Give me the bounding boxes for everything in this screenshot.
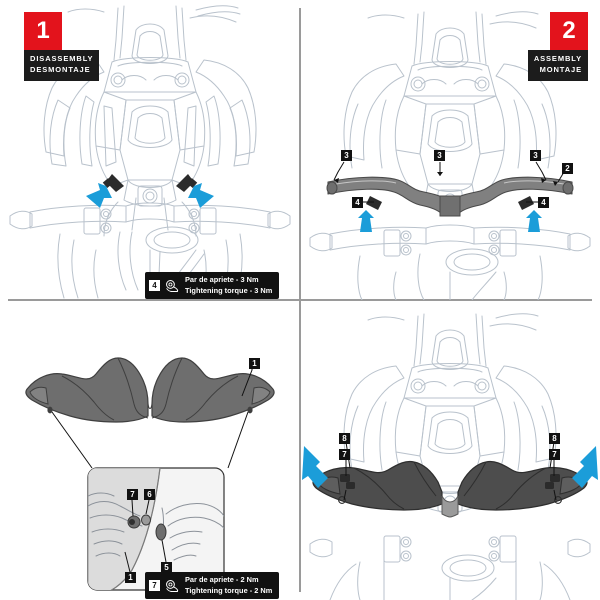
divider-horizontal (8, 299, 592, 301)
panel-1-caption: DISASSEMBLY DESMONTAJE (24, 50, 100, 81)
torque-en-2: Tightening torque - 3 Nm (185, 285, 273, 295)
panel-1-number: 1 (24, 12, 62, 50)
panel-1-title-es: DESMONTAJE (30, 64, 91, 74)
arrow-right (188, 183, 214, 208)
torque-es-2: Par de apriete - 3 Nm (185, 275, 259, 284)
panel-4-artwork (302, 313, 598, 600)
panel-2: 3 3 3 2 4 4 2 ASSEMBLY MONTAJE (300, 0, 600, 300)
torque-wrench-icon (166, 279, 179, 292)
handguard-installed (312, 460, 588, 518)
callout-7-right: 7 (549, 449, 560, 460)
callout-1-top: 1 (249, 358, 260, 369)
torque-wrench-icon-4 (166, 579, 179, 592)
callout-8-left: 8 (339, 433, 350, 444)
panel-3: 1 7 6 5 1 3 ASSEMBLY MONTAJE (0, 300, 300, 600)
callout-7-left: 7 (339, 449, 350, 460)
callout-4-right: 4 (538, 197, 549, 208)
callout-6-inset: 6 (144, 489, 155, 500)
torque-spec-panel-2: 4 Par de apriete - 3 Nm Tightening torqu… (145, 272, 280, 300)
screw-left (102, 174, 124, 192)
arrow-in-left (302, 446, 328, 488)
panel-1-artwork (9, 5, 291, 299)
fastener-left (340, 474, 355, 489)
screw-right (176, 174, 198, 192)
arrow-up-right (526, 210, 542, 232)
handlebar-brace (326, 176, 574, 217)
callout-3-left: 3 (341, 150, 352, 161)
torque-es-4: Par de apriete - 2 Nm (185, 575, 259, 584)
leader-lines (333, 161, 565, 203)
arrow-up-left (358, 210, 374, 232)
panel-1: 1 DISASSEMBLY DESMONTAJE (0, 0, 300, 300)
arrow-left (86, 183, 112, 208)
panel-1-badge: 1 DISASSEMBLY DESMONTAJE (24, 12, 100, 81)
panel-2-number: 2 (550, 12, 588, 50)
callout-8-right: 8 (549, 433, 560, 444)
callout-3-center: 3 (434, 150, 445, 161)
leader-arrowheads (334, 172, 558, 186)
torque-text-2: Par de apriete - 3 Nm Tightening torque … (185, 275, 272, 296)
panel-2-title-es: MONTAJE (539, 64, 582, 74)
detail-inset (87, 467, 225, 591)
fastener-right (545, 474, 560, 489)
torque-spec-panel-4: 7 Par de apriete - 2 Nm Tightening torqu… (145, 572, 280, 600)
callout-3-right: 3 (530, 150, 541, 161)
torque-ref-4: 7 (149, 580, 160, 592)
callout-7-inset: 7 (127, 489, 138, 500)
torque-ref-2: 4 (149, 280, 160, 292)
callout-5-inset: 5 (161, 562, 172, 573)
callout-2: 2 (562, 163, 573, 174)
screw-detail-right (518, 196, 534, 210)
panel-2-title-en: ASSEMBLY (533, 54, 582, 63)
panel-1-title-en: DISASSEMBLY (30, 54, 94, 63)
torque-en-4: Tightening torque - 2 Nm (185, 585, 273, 595)
callout-1-inset: 1 (125, 572, 136, 583)
panel-3-artwork (25, 357, 275, 591)
callout-4-left: 4 (352, 197, 363, 208)
screw-detail-left (366, 196, 382, 210)
panel-4: 8 7 8 7 4 ASSEMBLY MONTAJE (300, 300, 600, 600)
arrow-in-right (572, 446, 598, 488)
handguard-pair (25, 357, 275, 423)
panel-2-caption: ASSEMBLY MONTAJE (527, 50, 588, 81)
torque-text-4: Par de apriete - 2 Nm Tightening torque … (185, 575, 272, 596)
panel-2-artwork (309, 11, 591, 300)
panel-2-badge: 2 ASSEMBLY MONTAJE (527, 12, 588, 81)
